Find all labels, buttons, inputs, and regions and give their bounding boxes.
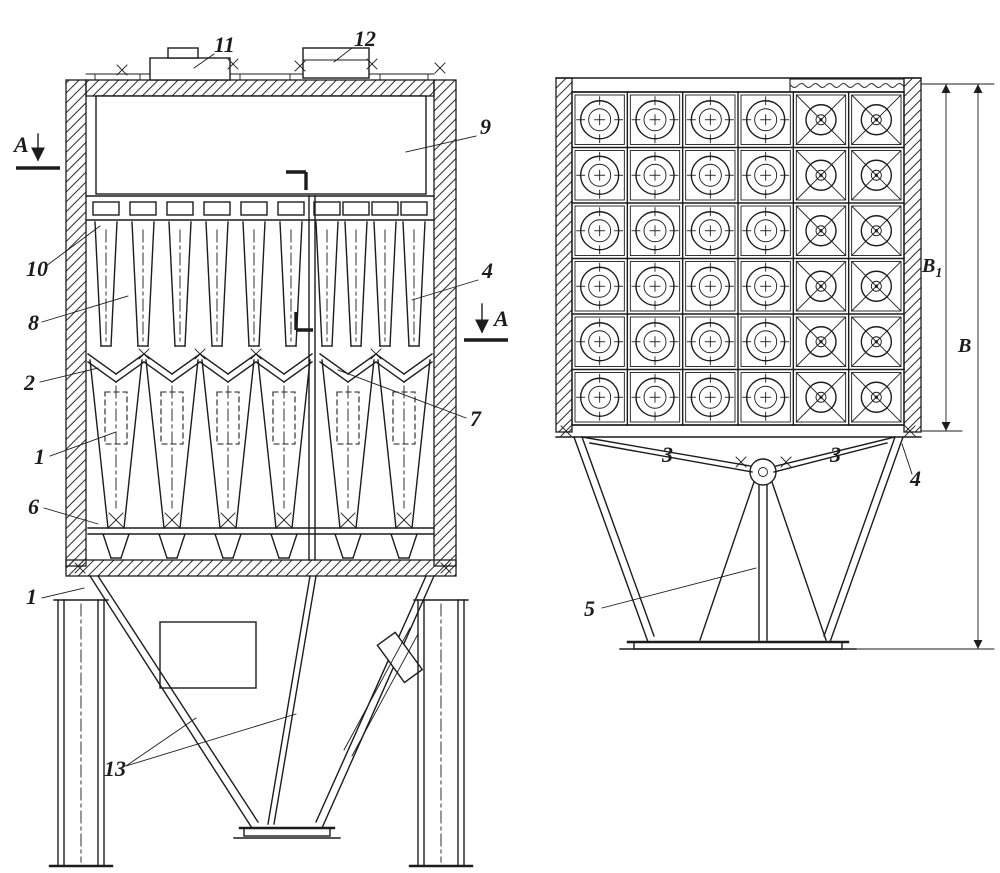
callouts-left-view: 11 12 9 10 8 4 2 7 1 6 1 13	[23, 26, 493, 781]
roof-slab	[85, 79, 435, 97]
roof-hatch-11	[149, 57, 231, 81]
bolt-cross-marks	[74, 58, 916, 574]
plan-view: 3 3 4 5 B1 B	[555, 77, 995, 650]
section-marker-left: A	[12, 132, 60, 170]
drive-pulley	[749, 458, 777, 486]
callout-1-lower: 1	[26, 584, 37, 609]
callout-11: 11	[214, 32, 235, 57]
callout-8: 8	[28, 310, 39, 335]
base-frame	[65, 559, 457, 577]
callout-3-left: 3	[661, 442, 673, 467]
section-marker-right: A	[464, 303, 509, 342]
dimensions: B1 B	[847, 83, 995, 650]
callout-4-right: 4	[909, 466, 921, 491]
hopper-outlet-flange	[243, 827, 331, 837]
callouts-plan-view: 3 3 4 5	[584, 442, 921, 621]
callout-2: 2	[23, 370, 35, 395]
filter-element-grid	[571, 91, 905, 426]
plan-left-wall	[555, 77, 573, 433]
callout-4-left: 4	[481, 258, 493, 283]
cell-hoppers	[87, 353, 433, 559]
roof-hatch-12	[302, 47, 370, 79]
filter-bags	[92, 201, 428, 347]
roof-hatch-11-knob	[167, 47, 199, 59]
inspection-door	[159, 621, 257, 689]
dim-b1: B1	[921, 255, 942, 281]
support-legs	[48, 599, 474, 868]
callout-9: 9	[480, 114, 491, 139]
clean-gas-plenum	[95, 95, 427, 195]
callout-1-upper: 1	[34, 444, 45, 469]
dim-b: B	[957, 335, 971, 357]
left-wall	[65, 79, 87, 567]
right-wall	[433, 79, 457, 567]
callout-5: 5	[584, 596, 595, 621]
side-section-view: A A 11 12 9 10 8 4 2 7 1	[12, 26, 509, 868]
callout-6: 6	[28, 494, 39, 519]
callout-10: 10	[26, 256, 48, 281]
callout-3-right: 3	[829, 442, 841, 467]
insulation-band	[789, 78, 905, 93]
callout-7: 7	[470, 406, 482, 431]
section-letter-left: A	[12, 132, 29, 157]
callout-13: 13	[104, 756, 126, 781]
section-letter-right: A	[492, 306, 509, 331]
plan-right-wall	[903, 77, 922, 433]
callout-12: 12	[354, 26, 376, 51]
